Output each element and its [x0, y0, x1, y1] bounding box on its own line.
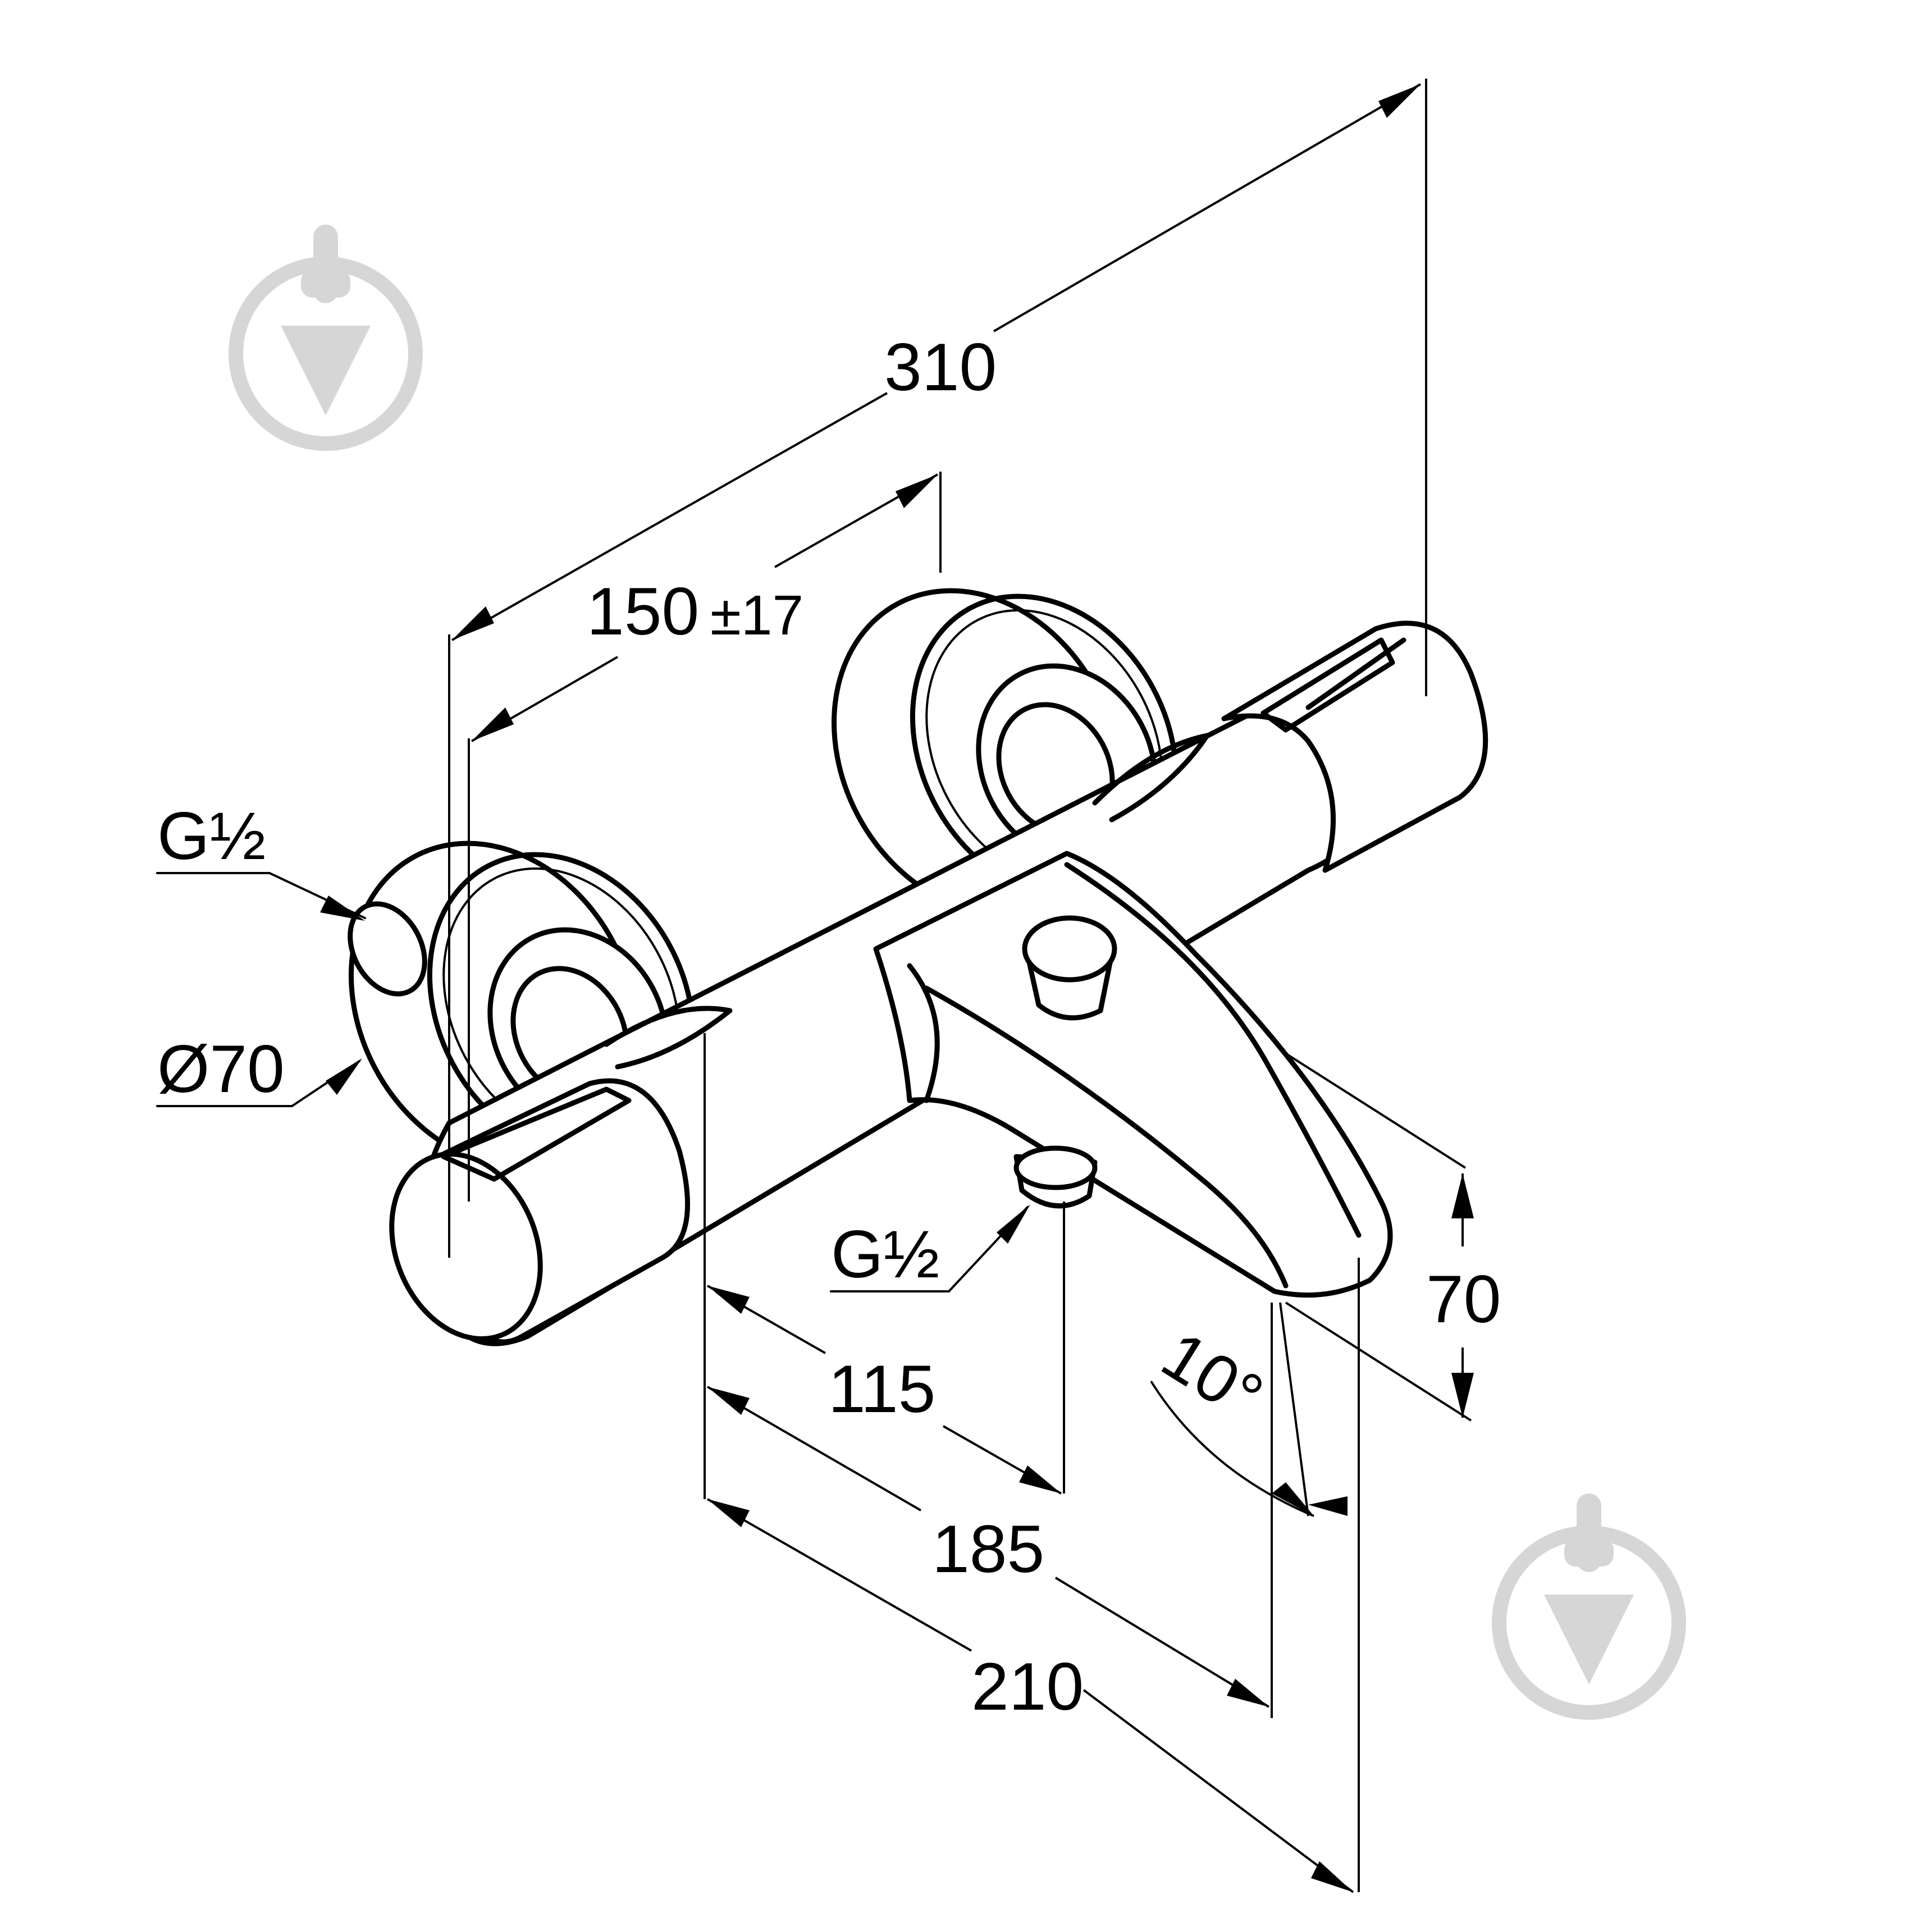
dim-310-label: 310 [884, 330, 997, 405]
dim-115-label: 115 [828, 1351, 935, 1427]
watermark-top-left [229, 225, 423, 451]
watermark-bottom-right [1492, 1493, 1686, 1720]
spout-outlet-thread [1013, 1145, 1098, 1209]
thermostat-grip [1221, 620, 1488, 873]
dim-150-label: 150 [587, 574, 699, 649]
thread-label-top: G½ [157, 798, 266, 874]
dim-tolerance-label: ±17 [710, 584, 803, 647]
dim-185-label: 185 [932, 1511, 1044, 1587]
dim-210-label: 210 [971, 1649, 1084, 1724]
mixer-handle [389, 1078, 690, 1345]
angle-10-label: 10° [1149, 1317, 1276, 1435]
thread-label-spout: G½ [831, 1217, 939, 1292]
dimension-lines [156, 79, 1474, 1893]
bath-spout [873, 851, 1393, 1298]
diverter-knob [1022, 915, 1117, 1021]
rosette-diameter-label: Ø70 [157, 1031, 285, 1107]
left-connection-nipple [348, 901, 427, 997]
dim-70-label: 70 [1426, 1262, 1501, 1337]
